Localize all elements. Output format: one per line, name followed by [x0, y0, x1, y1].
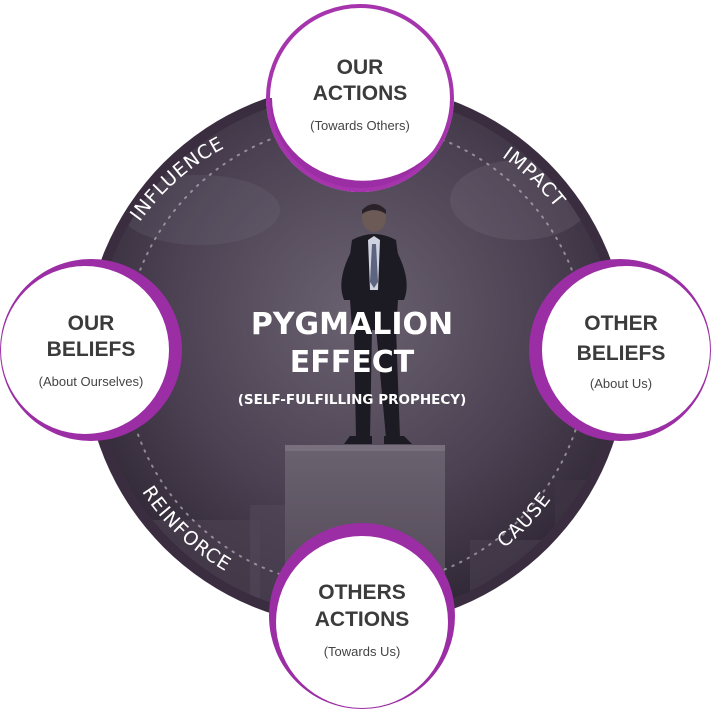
businessman-figure	[341, 204, 412, 444]
node-subtitle: (Towards Others)	[310, 118, 410, 133]
center-title-line1: PYGMALION	[251, 307, 453, 342]
node-title-line2: BELIEFS	[47, 338, 136, 361]
node-subtitle: (About Us)	[590, 376, 652, 391]
center-subtitle: (SELF-FULFILLING PROPHECY)	[238, 392, 467, 408]
node-subtitle: (Towards Us)	[324, 644, 401, 659]
node-title-line1: OTHER	[584, 312, 658, 335]
node-title-line2: ACTIONS	[315, 608, 410, 631]
node-title-line1: OUR	[337, 56, 384, 79]
node-title-line1: OTHERS	[318, 581, 406, 604]
center-title-line2: EFFECT	[290, 345, 415, 380]
node-other-beliefs: OTHER BELIEFS (About Us)	[529, 259, 711, 441]
node-accent-arc	[266, 98, 454, 192]
node-title-line2: ACTIONS	[313, 82, 408, 105]
node-our-actions: OUR ACTIONS (Towards Others)	[266, 4, 454, 192]
node-title-line1: OUR	[68, 312, 115, 335]
node-subtitle: (About Ourselves)	[39, 374, 144, 389]
node-others-actions: OTHERS ACTIONS (Towards Us)	[269, 523, 455, 709]
node-title-line2: BELIEFS	[577, 342, 666, 365]
center-label: PYGMALION EFFECT (SELF-FULFILLING PROPHE…	[238, 307, 467, 408]
node-our-beliefs: OUR BELIEFS (About Ourselves)	[0, 259, 182, 441]
node-ring-outline	[266, 4, 454, 192]
